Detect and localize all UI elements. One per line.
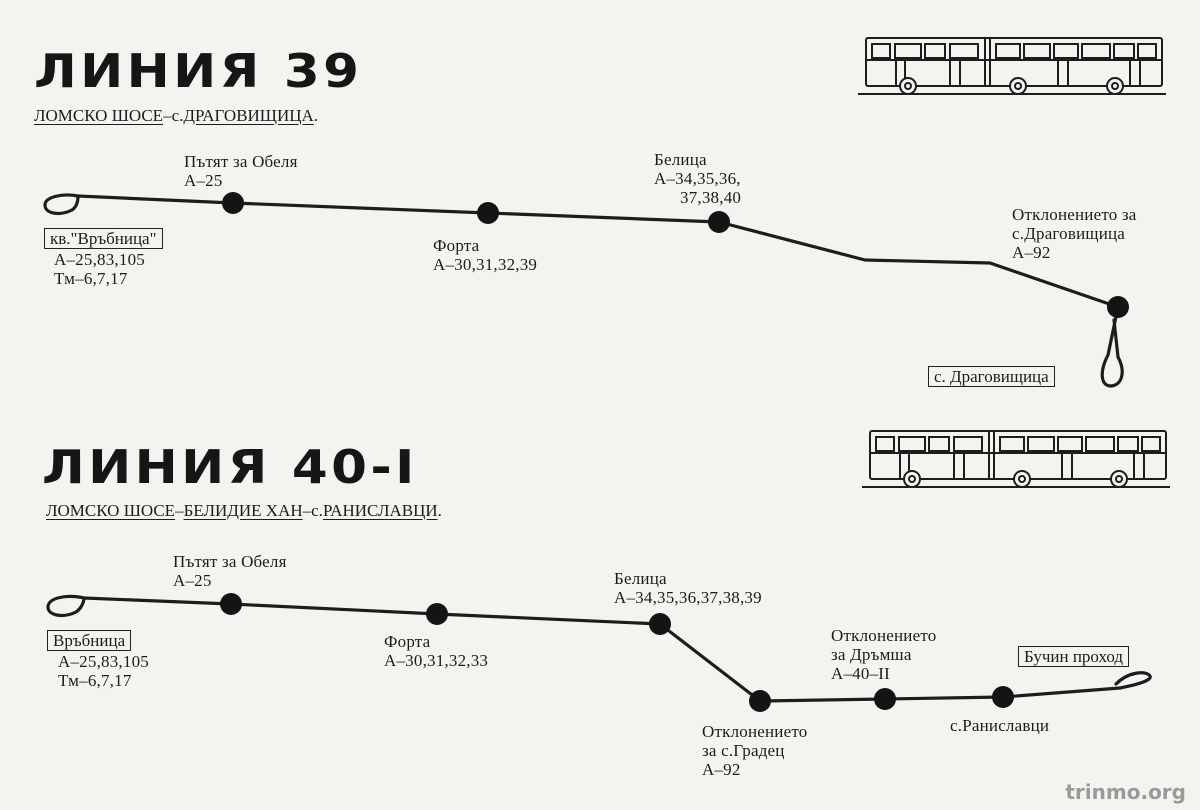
line-39-stop-markers [222, 192, 1129, 318]
terminus-bus-lines: А–25,83,105 [54, 250, 145, 269]
terminus-start-connections: А–25,83,105 Тм–6,7,17 [58, 652, 149, 690]
route-end-mark: . [437, 501, 442, 520]
stop-name: Отклонението [702, 722, 808, 741]
terminus-end-name: Бучин проход [1018, 646, 1130, 667]
stop-marker [708, 211, 730, 233]
stop-lines: А–25 [184, 171, 223, 190]
stop-name: Отклонението за [1012, 205, 1137, 224]
terminus-start-name: Връбница [47, 630, 132, 651]
line-40-title: ЛИНИЯ 40-I [42, 440, 418, 494]
stop-lines: А–30,31,32,33 [384, 651, 489, 670]
route-separator: –с. [163, 106, 184, 125]
stop-label-obelya: Пътят за Обеля А–25 [173, 552, 287, 590]
route-via: БЕЛИДИЕ ХАН [183, 501, 303, 520]
line-39-title: ЛИНИЯ 39 [34, 44, 363, 98]
stop-label-obelya: Пътят за Обеля А–25 [184, 152, 298, 190]
line-40-route-subtitle: ЛОМСКО ШОСЕ–БЕЛИДИЕ ХАН–с.РАНИСЛАВЦИ. [46, 501, 442, 521]
stop-label-draguvishtitsa-turn: Отклонението за с.Драговищица А–92 [1012, 205, 1137, 262]
stop-name: Белица [654, 150, 707, 169]
terminus-start-connections: А–25,83,105 Тм–6,7,17 [54, 250, 145, 288]
terminus-tram-lines: Тм–6,7,17 [58, 671, 132, 690]
stop-name: Отклонението [831, 626, 937, 645]
line-40-route [46, 594, 1152, 703]
stop-name: Пътят за Обеля [173, 552, 287, 571]
stop-name: Пътят за Обеля [184, 152, 298, 171]
stop-label-ranislavtsi: с.Раниславци [950, 716, 1049, 735]
stop-label-belitsa: Белица А–34,35,36,37,38,39 [614, 569, 762, 607]
route-destination: РАНИСЛАВЦИ [322, 501, 438, 520]
stop-lines: А–92 [702, 760, 741, 779]
stop-lines: А–25 [173, 571, 212, 590]
stop-name-continued: за Дръмша [831, 645, 912, 664]
stop-name: Форта [384, 632, 431, 651]
line-39-end-loop [1100, 305, 1124, 388]
watermark: trinmo.org [1065, 780, 1186, 804]
route-origin: ЛОМСКО ШОСЕ [46, 501, 176, 520]
stop-lines: А–30,31,32,39 [433, 255, 538, 274]
stop-marker [1107, 296, 1129, 318]
line-39-start-loop [43, 193, 80, 216]
stop-marker [649, 613, 671, 635]
stop-label-gradets-turn: Отклонението за с.Градец А–92 [702, 722, 807, 779]
stop-label-belitsa: Белица А–34,35,36, 37,38,40 [654, 150, 741, 207]
stop-name-continued: с.Драговищица [1012, 224, 1126, 243]
route-destination: ДРАГОВИЩИЦА [183, 106, 314, 125]
line-40-end-loop [1114, 671, 1152, 690]
route-origin: ЛОМСКО ШОСЕ [34, 106, 164, 125]
line-39-route [43, 193, 1124, 388]
terminus-end-name: с. Драговищица [928, 366, 1055, 387]
stop-marker [477, 202, 499, 224]
stop-lines-continued: 37,38,40 [680, 188, 742, 207]
stop-marker [874, 688, 896, 710]
line-40-track [82, 596, 1122, 703]
stop-name: Белица [614, 569, 667, 588]
route-end-mark: . [313, 106, 319, 125]
stop-label-forta: Форта А–30,31,32,33 [384, 632, 488, 670]
line-39-route-subtitle: ЛОМСКО ШОСЕ–с.ДРАГОВИЩИЦА. [34, 106, 318, 126]
articulated-bus-icon [858, 37, 1166, 95]
stop-label-drumsha-turn: Отклонението за Дръмша А–40–II [831, 626, 936, 683]
route-separator: –с. [302, 501, 323, 520]
stop-name: с.Раниславци [950, 716, 1050, 735]
terminus-tram-lines: Тм–6,7,17 [54, 269, 128, 288]
stop-name-continued: за с.Градец [702, 741, 785, 760]
stop-name: Форта [433, 236, 480, 255]
stop-marker [749, 690, 771, 712]
line-40-start-loop [46, 594, 86, 618]
route-separator: – [175, 501, 184, 520]
stop-marker [992, 686, 1014, 708]
stop-lines: А–92 [1012, 243, 1051, 262]
stop-marker [220, 593, 242, 615]
line-40-stop-markers [220, 593, 1014, 712]
stop-lines: А–34,35,36,37,38,39 [614, 588, 762, 607]
stop-marker [222, 192, 244, 214]
stop-marker [426, 603, 448, 625]
stop-lines: А–34,35,36, [654, 169, 741, 188]
stop-lines: А–40–II [831, 664, 890, 683]
articulated-bus-icon [861, 430, 1171, 488]
terminus-bus-lines: А–25,83,105 [58, 652, 149, 671]
stop-label-forta: Форта А–30,31,32,39 [433, 236, 537, 274]
terminus-start-name: кв."Връбница" [44, 228, 163, 249]
